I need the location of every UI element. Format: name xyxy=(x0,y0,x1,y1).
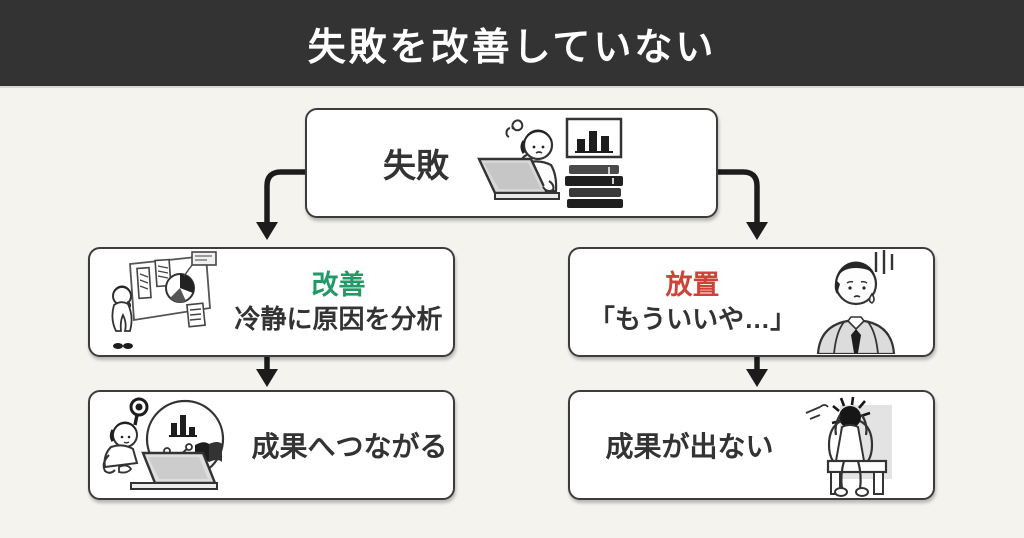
bad-result-label: 成果が出ない xyxy=(605,431,774,462)
good-result-label: 成果へつながる xyxy=(251,431,448,462)
frustrated-worker-at-laptop-icon xyxy=(477,117,623,208)
neglect-label: 放置 xyxy=(665,269,720,300)
arrow-neglect-to-result xyxy=(746,357,768,387)
dejected-businessman-icon xyxy=(817,250,896,354)
title-bar: 失敗を改善していない xyxy=(0,0,1024,88)
node-improve: 改善 冷静に原因を分析 xyxy=(88,247,455,357)
node-neglect: 放置 「もういいや…」 xyxy=(568,247,935,357)
improve-label: 改善 xyxy=(311,269,366,300)
page-title: 失敗を改善していない xyxy=(307,26,717,69)
improve-desc: 冷静に原因を分析 xyxy=(234,303,443,334)
research-success-icon xyxy=(103,397,225,490)
person-analyzing-charts-icon xyxy=(111,251,218,349)
node-failure: 失敗 xyxy=(305,108,718,218)
neglect-desc: 「もういいや…」 xyxy=(588,303,797,334)
failure-label: 失敗 xyxy=(383,147,449,184)
arrow-failure-to-neglect xyxy=(717,169,768,240)
despairing-person-on-bench-icon xyxy=(805,396,892,497)
node-good-result: 成果へつながる xyxy=(88,390,455,500)
arrow-failure-to-improve xyxy=(256,169,306,240)
node-bad-result: 成果が出ない xyxy=(568,390,935,500)
arrow-improve-to-result xyxy=(256,357,278,387)
